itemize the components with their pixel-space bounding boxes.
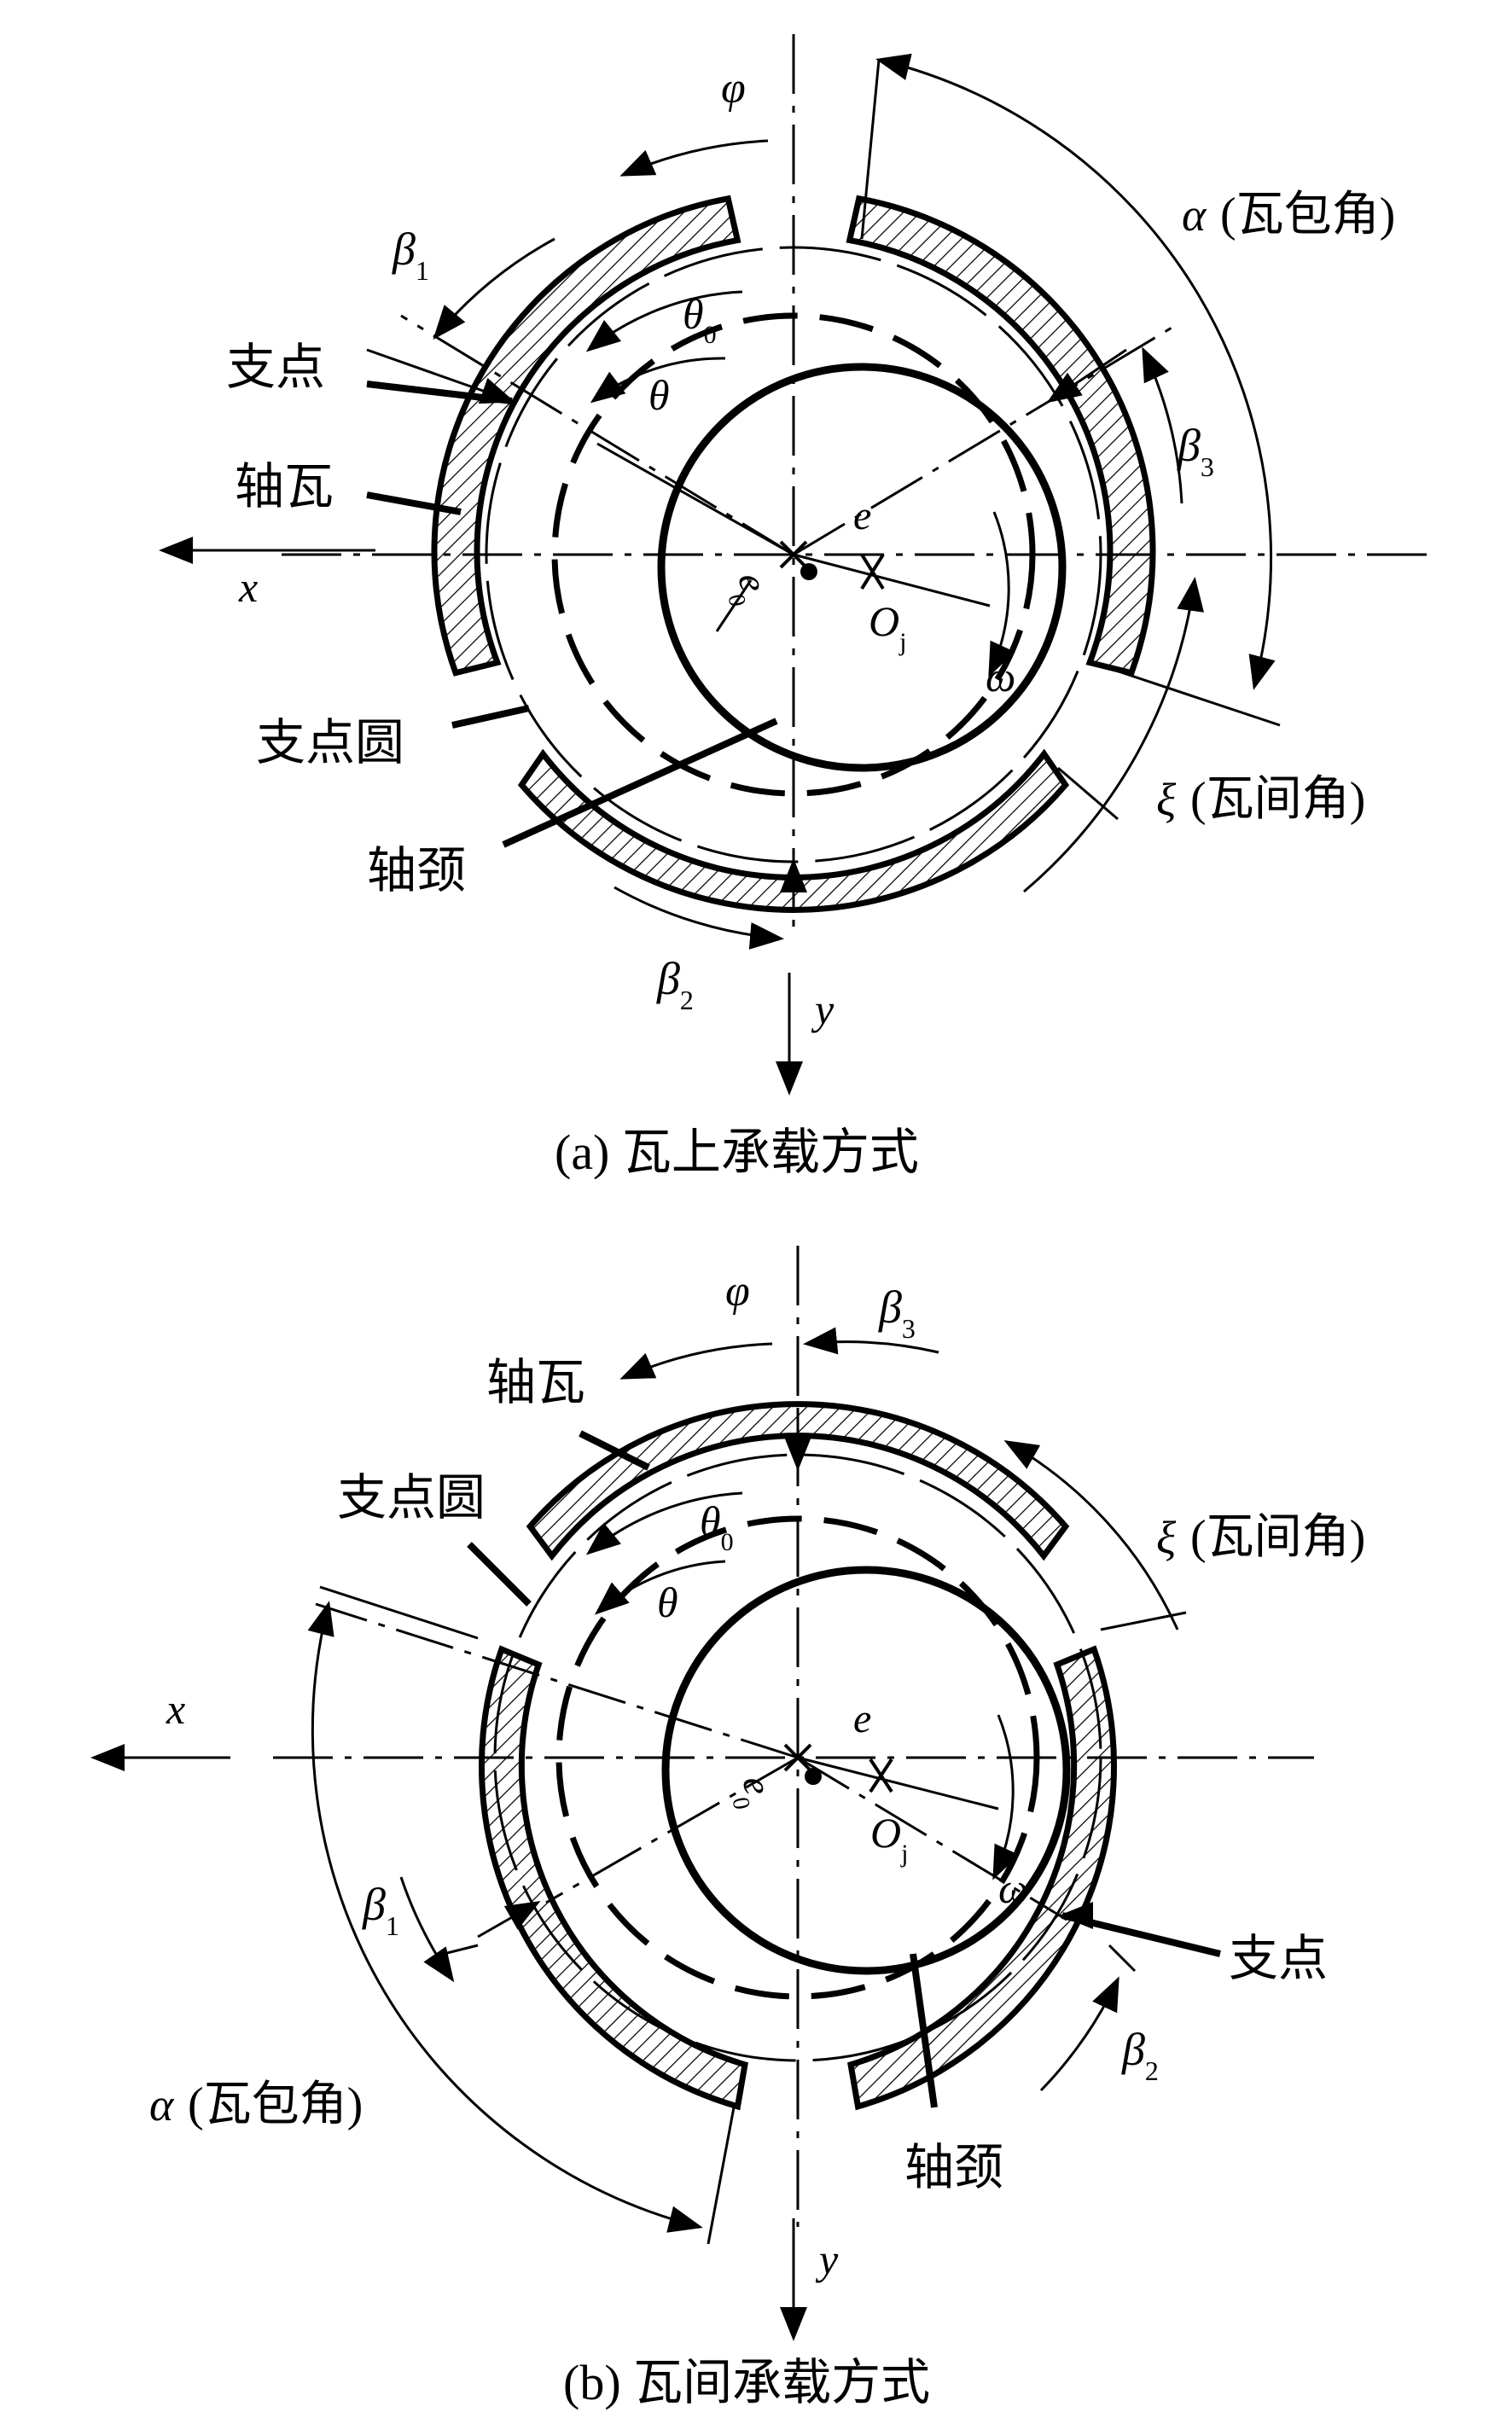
beta2-arc xyxy=(614,886,784,950)
pivot-circle-label: 支点圆 xyxy=(256,715,404,770)
theta-label-b: θ xyxy=(657,1578,678,1626)
oj-label-b: Oj xyxy=(870,1809,908,1868)
beta2-arc-b xyxy=(1039,1976,1119,2092)
theta0-label-b: θ0 xyxy=(700,1497,734,1556)
caption-a: (a) 瓦上承载方式 xyxy=(555,1125,919,1180)
beta1-label: β1 xyxy=(392,224,429,286)
figure-a: φ α (瓦包角) β1 β3 β2 θ0 θ e e0 Oj ω ξ (瓦间角… xyxy=(159,34,1433,1180)
alpha-tick-bottom xyxy=(1100,664,1281,727)
beta3-label-b: β3 xyxy=(878,1282,916,1344)
alpha-tick-bottom-b xyxy=(707,2107,736,2245)
phi-arc xyxy=(619,139,769,177)
xi-tick xyxy=(1057,766,1119,821)
alpha-arc xyxy=(875,53,1276,690)
leader-journal xyxy=(502,718,778,848)
alpha-tick-top xyxy=(860,59,881,240)
beta1-arc xyxy=(433,237,555,340)
phi-arc-b xyxy=(619,1342,773,1380)
bearing-center-mark xyxy=(779,540,808,569)
y-label: y xyxy=(811,985,835,1033)
pivot-label-b: 支点 xyxy=(1229,1931,1328,1986)
xi-note-label: (瓦间角) xyxy=(1190,773,1365,826)
alpha-note-label-b: (瓦包角) xyxy=(188,2078,363,2131)
theta0-arc xyxy=(585,290,743,352)
omega-arc xyxy=(988,511,1015,677)
alpha-tick-top-b xyxy=(319,1585,479,1640)
leader-journal-b xyxy=(910,1953,938,2108)
theta-arc xyxy=(590,357,726,404)
oj-center-mark-b xyxy=(869,1758,893,1793)
leader-pivot-circle-b xyxy=(467,1542,532,1607)
bearing-pad-left xyxy=(431,195,741,677)
figure-b: φ β3 轴瓦 支点圆 ξ (瓦间角) θ0 θ x e e0 Oj ω β1 … xyxy=(90,1246,1365,2410)
bearing-center-mark-b xyxy=(783,1743,812,1772)
leader-pad-b xyxy=(579,1430,650,1471)
pivot-line-b3 xyxy=(797,1756,1067,1921)
alpha-label: α xyxy=(1182,189,1207,241)
e0-label-b: e0 xyxy=(724,1773,783,1811)
journal-label: 轴颈 xyxy=(367,843,466,898)
leader-pivot xyxy=(366,381,513,404)
theta-label: θ xyxy=(648,371,670,419)
journal-circle xyxy=(657,363,1067,772)
oj-center-mark xyxy=(860,553,885,590)
e-label: e xyxy=(853,493,871,538)
beta1-label-b: β1 xyxy=(362,1879,399,1941)
beta2-label-b: β2 xyxy=(1121,2024,1159,2086)
pad-label: 轴瓦 xyxy=(235,459,334,514)
journal-label-b: 轴颈 xyxy=(904,2140,1003,2195)
e0-label: e0 xyxy=(720,570,779,608)
theta0-arc-b xyxy=(585,1491,743,1555)
xi-tick-b xyxy=(1100,1611,1187,1631)
alpha-arc-b xyxy=(307,1601,703,2233)
leader-pivot-circle xyxy=(451,705,530,729)
alpha-note-label: (瓦包角) xyxy=(1220,189,1395,241)
oj-label: Oj xyxy=(869,597,906,656)
omega-arc-b xyxy=(992,1714,1020,1880)
pivot-circle-label-b: 支点圆 xyxy=(337,1470,486,1526)
bearing-pad-bottom xyxy=(517,748,1070,913)
beta3-arc-b xyxy=(803,1327,939,1355)
beta2-label: β2 xyxy=(656,953,694,1015)
pivot-arrow-left xyxy=(366,348,515,404)
xi-label-b: ξ xyxy=(1156,1512,1177,1563)
caption-b: (b) 瓦间承载方式 xyxy=(563,2355,930,2410)
leader-pivot-b xyxy=(1061,1912,1221,1957)
pivot-circle-b xyxy=(493,1453,1102,2062)
x-label-b: x xyxy=(166,1685,185,1733)
theta-line xyxy=(596,442,794,556)
x-label: x xyxy=(238,563,258,611)
beta1-tick-b xyxy=(443,1944,479,1956)
journal-center-dot xyxy=(800,563,817,580)
journal-center-dot-b xyxy=(805,1768,822,1785)
eccentric-line-b xyxy=(797,1756,999,1811)
omega-label-b: ω xyxy=(998,1864,1028,1912)
alpha-label-b: α xyxy=(149,2079,175,2130)
pad-label-b: 轴瓦 xyxy=(486,1355,585,1410)
theta-arc-b xyxy=(594,1560,726,1615)
bearing-pad-top xyxy=(526,1401,1070,1561)
bearing-pad-right-b xyxy=(847,1645,1117,2111)
leader-pad xyxy=(366,491,462,515)
beta3-arc xyxy=(1142,346,1183,504)
theta0-label: θ0 xyxy=(683,290,717,349)
beta2-tick-b xyxy=(1108,1944,1137,1973)
pivot-line-left xyxy=(400,314,794,556)
phi-label-b: φ xyxy=(725,1267,750,1316)
e-label-b: e xyxy=(853,1696,871,1741)
bearing-pad-left-b xyxy=(479,1645,748,2111)
xi-arc xyxy=(1023,577,1205,893)
xi-arc-b xyxy=(1003,1440,1179,1630)
pivot-label: 支点 xyxy=(226,340,325,395)
xi-note-label-b: (瓦间角) xyxy=(1190,1511,1365,1564)
beta3-label: β3 xyxy=(1177,420,1214,482)
e0-tick xyxy=(715,579,753,632)
omega-label: ω xyxy=(986,653,1015,700)
y-label-b: y xyxy=(815,2235,839,2283)
xi-label: ξ xyxy=(1156,774,1177,825)
phi-label: φ xyxy=(721,64,746,113)
beta1-arc-b xyxy=(399,1876,455,1983)
clearance-circle-b xyxy=(555,1515,1040,2000)
